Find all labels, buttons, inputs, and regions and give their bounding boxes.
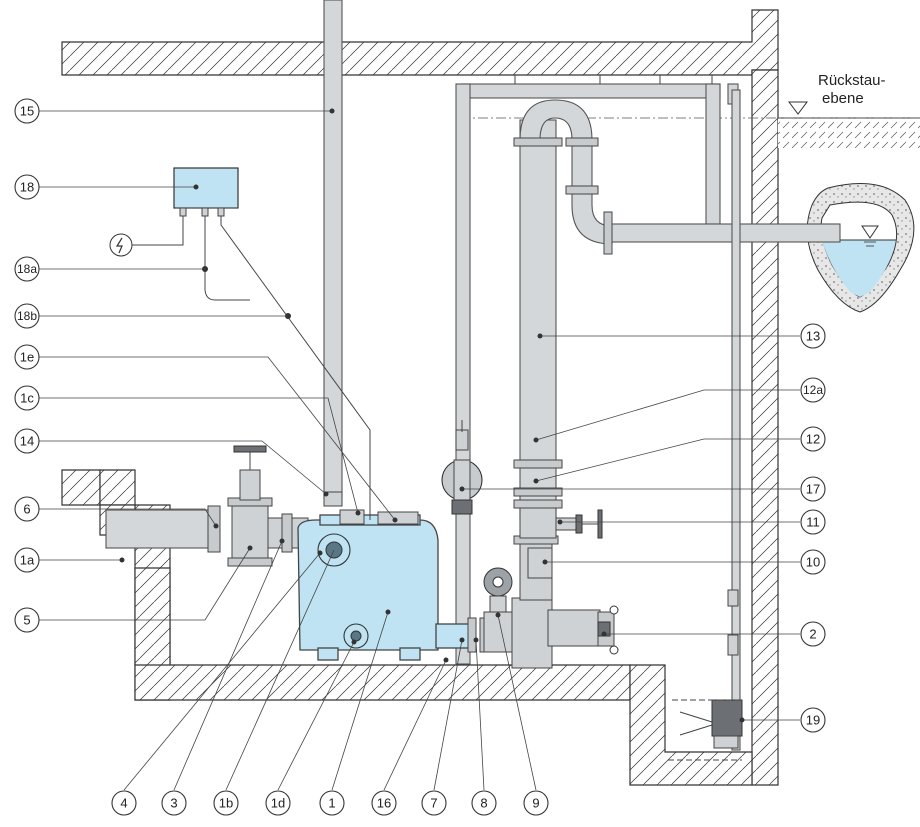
callout-19: 19 bbox=[800, 707, 826, 733]
callout-12: 12 bbox=[800, 426, 826, 452]
callout-15: 15 bbox=[14, 98, 40, 124]
callout-18-label: 18 bbox=[20, 180, 34, 195]
leader-lines bbox=[38, 108, 800, 791]
callout-1c-label: 1c bbox=[20, 391, 34, 406]
callout-1c: 1c bbox=[14, 385, 40, 411]
callout-1d-label: 1d bbox=[271, 796, 285, 811]
callout-8: 8 bbox=[471, 790, 497, 816]
callout-4: 4 bbox=[111, 790, 137, 816]
callout-2: 2 bbox=[800, 621, 826, 647]
callout-5-label: 5 bbox=[23, 613, 30, 628]
callout-8-label: 8 bbox=[480, 796, 487, 811]
callout-1e: 1e bbox=[14, 344, 40, 370]
hand-pump bbox=[441, 420, 483, 515]
callout-19-label: 19 bbox=[806, 713, 820, 728]
callout-14-label: 14 bbox=[20, 434, 34, 449]
callout-11: 11 bbox=[800, 509, 826, 535]
callout-11-label: 11 bbox=[806, 515, 820, 530]
callout-18b-label: 18b bbox=[17, 309, 37, 323]
callout-6-label: 6 bbox=[23, 502, 30, 517]
control-box bbox=[173, 167, 239, 209]
callout-9-label: 9 bbox=[532, 796, 539, 811]
backwater-level-triangle-icon bbox=[788, 101, 808, 115]
callout-6: 6 bbox=[14, 496, 40, 522]
callout-17: 17 bbox=[800, 476, 826, 502]
callout-1d: 1d bbox=[265, 790, 291, 816]
callout-18a-label: 18a bbox=[17, 262, 37, 276]
callout-5: 5 bbox=[14, 607, 40, 633]
building-walls bbox=[61, 9, 779, 786]
public-sewer bbox=[806, 183, 915, 313]
backwater-level-label-line1: Rückstau- bbox=[818, 72, 886, 89]
water-level-triangle-icon bbox=[861, 225, 879, 239]
callout-2-label: 2 bbox=[809, 627, 816, 642]
callout-7: 7 bbox=[421, 790, 447, 816]
callout-4-label: 4 bbox=[120, 796, 127, 811]
callout-10: 10 bbox=[800, 549, 826, 575]
collecting-tank bbox=[297, 491, 439, 661]
callout-1e-label: 1e bbox=[20, 350, 34, 365]
callout-14: 14 bbox=[14, 428, 40, 454]
callout-17-label: 17 bbox=[806, 482, 820, 497]
gate-valve-inlet bbox=[227, 445, 309, 567]
callout-13: 13 bbox=[800, 323, 826, 349]
callout-3-label: 3 bbox=[170, 796, 177, 811]
power-lightning-icon bbox=[109, 233, 133, 257]
callout-1a: 1a bbox=[14, 547, 40, 573]
callout-18b: 18b bbox=[14, 303, 40, 329]
pump-group bbox=[435, 507, 619, 669]
callout-12a: 12a bbox=[800, 377, 826, 403]
callout-18a: 18a bbox=[14, 256, 40, 282]
callout-12a-label: 12a bbox=[803, 383, 823, 397]
callout-3: 3 bbox=[161, 790, 187, 816]
backwater-level-label-line2: ebene bbox=[822, 90, 864, 107]
callout-1b: 1b bbox=[213, 790, 239, 816]
callout-1a-label: 1a bbox=[20, 553, 35, 568]
callout-1-label: 1 bbox=[328, 796, 335, 811]
callout-10-label: 10 bbox=[806, 555, 820, 570]
callout-15-label: 15 bbox=[20, 104, 34, 119]
callout-18: 18 bbox=[14, 174, 40, 200]
callout-12-label: 12 bbox=[806, 432, 820, 447]
callout-9: 9 bbox=[523, 790, 549, 816]
ground-outside: Rückstau- ebene bbox=[460, 72, 920, 148]
drainage-pump bbox=[668, 589, 743, 761]
callout-16: 16 bbox=[371, 790, 397, 816]
callout-1: 1 bbox=[319, 790, 345, 816]
callout-13-label: 13 bbox=[806, 329, 820, 344]
callout-16-label: 16 bbox=[377, 796, 391, 811]
control-unit bbox=[109, 167, 371, 520]
callout-7-label: 7 bbox=[430, 796, 437, 811]
callout-1b-label: 1b bbox=[219, 796, 233, 811]
